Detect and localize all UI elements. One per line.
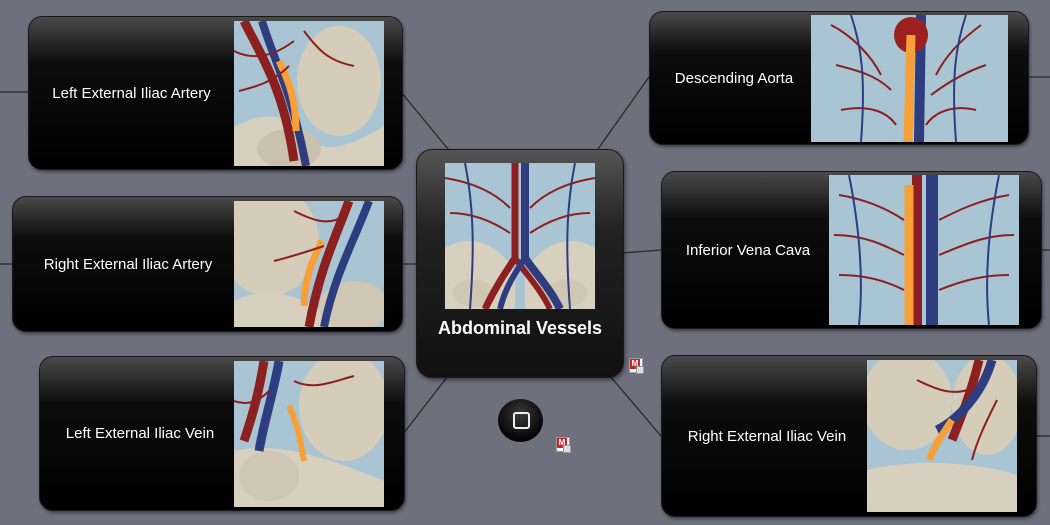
connector-right-external-iliac-vein bbox=[609, 375, 662, 437]
connector-descending-aorta bbox=[597, 76, 650, 150]
anatomy-thumbnail-right-external-iliac-vein bbox=[867, 360, 1017, 512]
mindmap-note-icon[interactable]: M bbox=[629, 358, 644, 374]
node-label: Right External Iliac Artery bbox=[43, 255, 213, 273]
node-right-external-iliac-vein[interactable]: Right External Iliac Vein bbox=[661, 355, 1037, 517]
connector-left-external-iliac-vein bbox=[402, 375, 449, 435]
anatomy-thumbnail-left-external-iliac-vein bbox=[234, 361, 384, 507]
anatomy-thumbnail-descending-aorta bbox=[811, 15, 1008, 142]
node-left-external-iliac-artery[interactable]: Left External Iliac Artery bbox=[28, 16, 403, 170]
note-letter: M bbox=[630, 359, 640, 369]
anatomy-thumbnail-abdominal-vessels bbox=[445, 163, 595, 309]
connector-inferior-vena-cava bbox=[621, 249, 662, 254]
mindmap-note-icon[interactable]: M bbox=[556, 437, 571, 453]
central-topic-abdominal-vessels[interactable]: Abdominal Vessels bbox=[416, 149, 624, 378]
node-label: Left External Iliac Vein bbox=[65, 425, 215, 442]
anatomy-thumbnail-left-external-iliac-artery bbox=[234, 21, 384, 166]
connector-left-external-iliac-artery bbox=[400, 91, 449, 150]
note-letter: M bbox=[557, 438, 567, 448]
home-button[interactable] bbox=[498, 399, 543, 442]
node-label: Inferior Vena Cava bbox=[685, 241, 811, 259]
anatomy-thumbnail-right-external-iliac-artery bbox=[234, 201, 384, 327]
anatomy-thumbnail-inferior-vena-cava bbox=[829, 175, 1019, 325]
node-descending-aorta[interactable]: Descending Aorta bbox=[649, 11, 1029, 145]
home-square-icon bbox=[513, 412, 530, 429]
node-right-external-iliac-artery[interactable]: Right External Iliac Artery bbox=[12, 196, 403, 332]
central-topic-title: Abdominal Vessels bbox=[437, 318, 603, 338]
node-inferior-vena-cava[interactable]: Inferior Vena Cava bbox=[661, 171, 1042, 329]
node-label: Right External Iliac Vein bbox=[687, 427, 847, 445]
node-left-external-iliac-vein[interactable]: Left External Iliac Vein bbox=[39, 356, 405, 511]
node-label: Left External Iliac Artery bbox=[52, 84, 211, 102]
node-label: Descending Aorta bbox=[674, 69, 794, 87]
